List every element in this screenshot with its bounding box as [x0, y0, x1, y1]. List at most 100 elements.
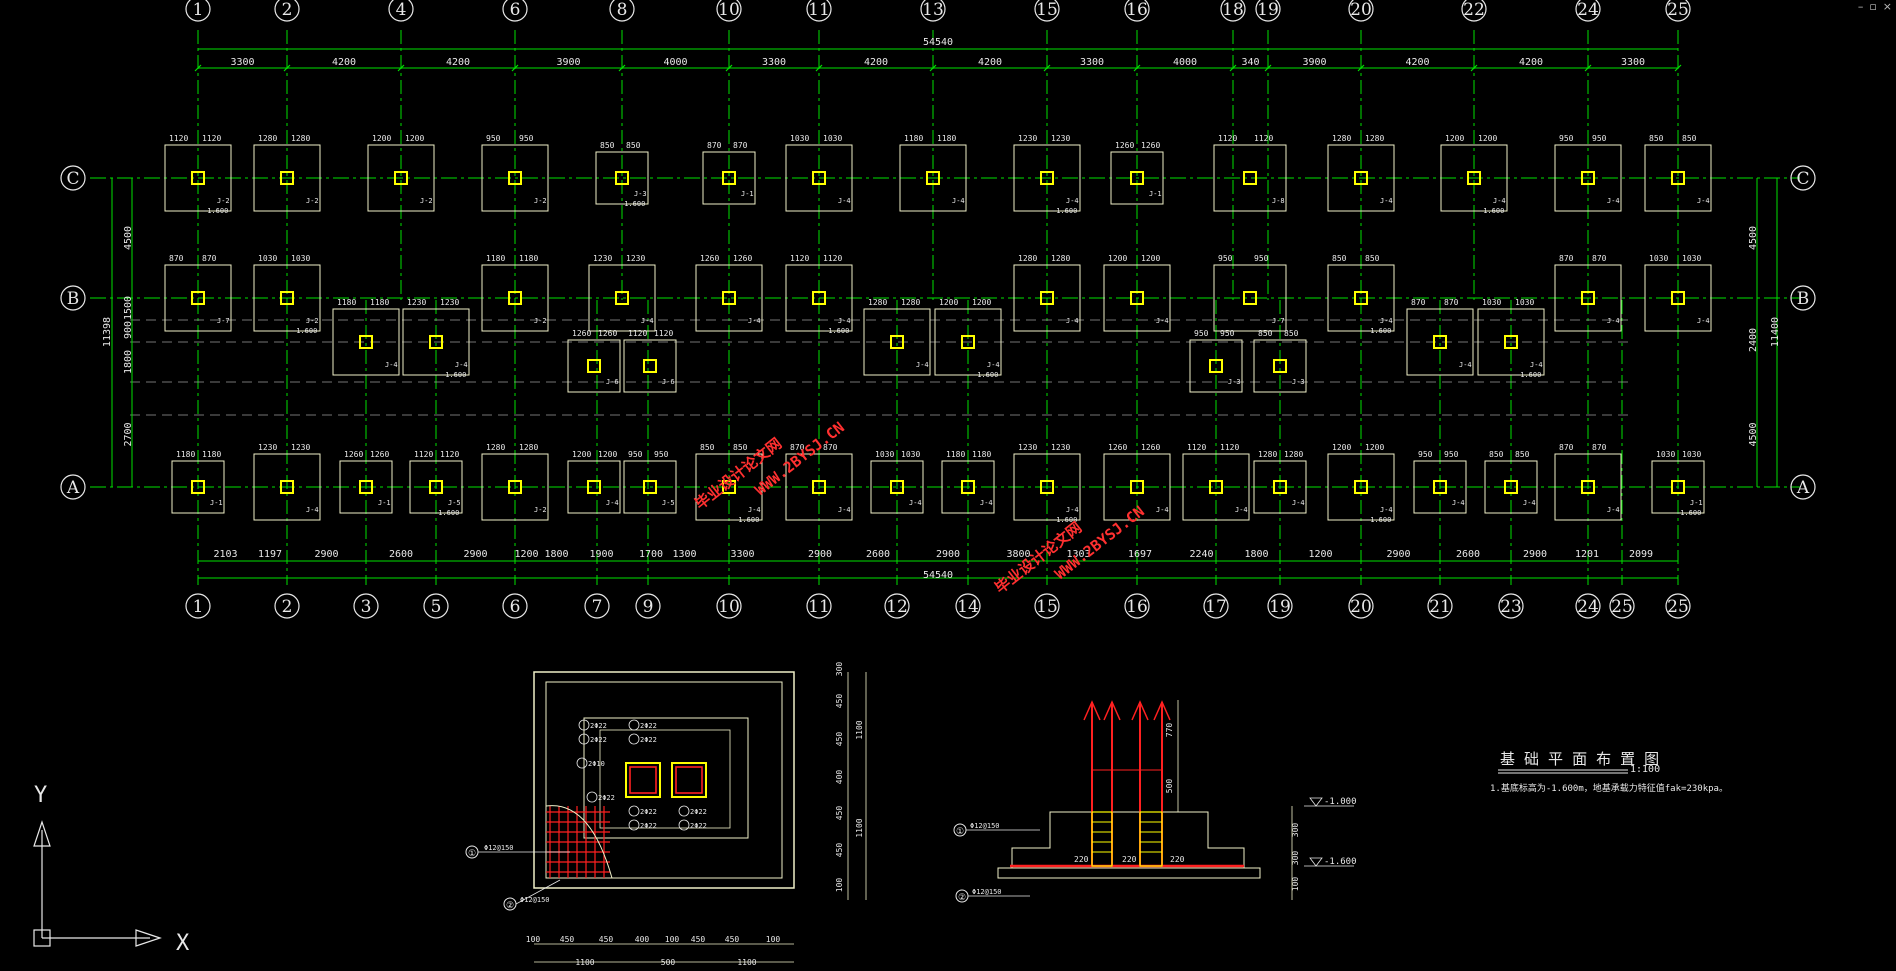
- column: [643, 480, 657, 494]
- axis-bubble-bottom-label: 12: [886, 597, 908, 617]
- pad-dim: 1230: [1051, 134, 1070, 143]
- column: [394, 171, 408, 185]
- pad-dim: 1180: [946, 450, 965, 459]
- footing-pad: [1554, 144, 1622, 212]
- dim-text: 3900: [556, 57, 580, 68]
- pad-dim: 1180: [176, 450, 195, 459]
- column: [1581, 171, 1595, 185]
- column: [280, 171, 294, 185]
- footing-pad: [870, 460, 924, 514]
- dim-text: 2400: [1748, 328, 1759, 352]
- pad-dim: 1180: [370, 298, 389, 307]
- pad-dim: 1120: [823, 254, 842, 263]
- footing-pad: [1644, 264, 1712, 332]
- pad-dim: 1180: [519, 254, 538, 263]
- dim-text: 4200: [446, 57, 470, 68]
- detail-dim: 450: [599, 935, 614, 944]
- axis-bubble-top: [920, 0, 946, 22]
- footing-pad: [409, 460, 463, 514]
- axis-bubble-bottom: [423, 593, 449, 619]
- column: [890, 480, 904, 494]
- dim-text: 2900: [314, 549, 338, 560]
- column: [722, 480, 736, 494]
- pad-dim: 850: [1332, 254, 1347, 263]
- dim-text: 4200: [864, 57, 888, 68]
- footing-label: J-4: [748, 317, 761, 325]
- column: [1130, 291, 1144, 305]
- footing-pad: [1413, 460, 1467, 514]
- pad-dim: 1280: [258, 134, 277, 143]
- pad-dim: 850: [1365, 254, 1380, 263]
- column: [926, 171, 940, 185]
- footing-label: J-5: [448, 499, 461, 507]
- pad-dim: 950: [1559, 134, 1574, 143]
- axis-bubble-top: [1034, 0, 1060, 22]
- detail-dim: 450: [835, 694, 844, 709]
- footing-label: J-1: [1149, 190, 1162, 198]
- column: [1209, 480, 1223, 494]
- pad-dim: 1120: [1218, 134, 1237, 143]
- pad-dim: 1200: [1445, 134, 1464, 143]
- pad-dim: 1200: [1365, 443, 1384, 452]
- minimize-icon[interactable]: –: [1857, 0, 1864, 13]
- axis-bubble-right: [1790, 474, 1816, 500]
- axis-bubble-top-label: 1: [193, 0, 204, 20]
- pad-dim: 1120: [790, 254, 809, 263]
- pad-dim: 950: [654, 450, 669, 459]
- footing-pad: [941, 460, 995, 514]
- footing-label: J-4: [909, 499, 922, 507]
- footing-pad: [588, 264, 656, 332]
- footing-label: J-3: [1228, 378, 1241, 386]
- pad-elev: -1.600: [1479, 207, 1504, 215]
- axis-bubble-bottom-label: 19: [1269, 597, 1291, 617]
- pad-dim: 1230: [1018, 443, 1037, 452]
- dim-text: 1500: [123, 296, 134, 320]
- dim-text: 3300: [762, 57, 786, 68]
- axis-bubble-bottom: [185, 593, 211, 619]
- pad-dim: 850: [1682, 134, 1697, 143]
- pad-elev: -1.600: [1366, 516, 1391, 524]
- column: [1354, 291, 1368, 305]
- column: [1273, 359, 1287, 373]
- axis-bubble-top: [1461, 0, 1487, 22]
- pad-dim: 1180: [337, 298, 356, 307]
- axis-bubble-bottom-label: 23: [1500, 597, 1522, 617]
- axis-bubble-bottom: [884, 593, 910, 619]
- axis-bubble-top: [1255, 0, 1281, 22]
- column: [191, 480, 205, 494]
- window-controls[interactable]: – ▫ ×: [1858, 0, 1892, 13]
- column: [812, 480, 826, 494]
- footing-label: J-2: [306, 197, 319, 205]
- close-icon[interactable]: ×: [1882, 0, 1892, 13]
- pad-dim: 1120: [202, 134, 221, 143]
- axis-bubble-bottom: [1348, 593, 1374, 619]
- pad-dim: 1030: [901, 450, 920, 459]
- pad-dim: 1030: [1682, 254, 1701, 263]
- column: [587, 480, 601, 494]
- rebar-label: 2Φ22: [640, 722, 657, 730]
- footing-pad: [1013, 264, 1081, 332]
- column: [1273, 480, 1287, 494]
- footing-label: J-6: [606, 378, 619, 386]
- axis-bubble-top: [388, 0, 414, 22]
- axis-bubble-bottom-label: 14: [957, 597, 979, 617]
- footing-label: J-4: [1156, 506, 1169, 514]
- ucs-y-label: Y: [34, 783, 47, 808]
- pad-dim: 1030: [875, 450, 894, 459]
- axis-bubble-top: [1220, 0, 1246, 22]
- section-callout: Φ12@150: [972, 888, 1002, 896]
- section-dim: 100: [1291, 877, 1300, 892]
- axis-bubble-right: [1790, 285, 1816, 311]
- restore-icon[interactable]: ▫: [1869, 0, 1877, 13]
- axis-bubble-right: [1790, 165, 1816, 191]
- pad-dim: 1180: [486, 254, 505, 263]
- detail-dim: 1100: [575, 958, 594, 967]
- pad-dim: 1200: [1332, 443, 1351, 452]
- footing-label: J-4: [838, 506, 851, 514]
- axis-bubble-top-label: 24: [1577, 0, 1599, 20]
- pad-dim: 1280: [291, 134, 310, 143]
- footing-pad: [1406, 308, 1474, 376]
- footing-pad: [253, 144, 321, 212]
